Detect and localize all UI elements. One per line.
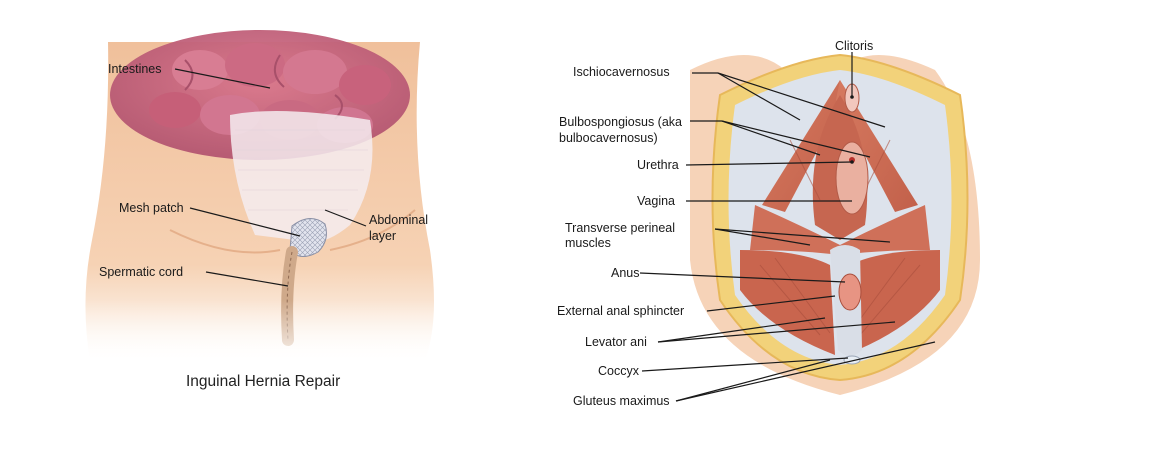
label-transverse-perineal-line2: muscles (565, 236, 611, 250)
label-vagina: Vagina (637, 194, 675, 208)
label-ischiocavernosus: Ischiocavernosus (573, 65, 670, 79)
label-clitoris: Clitoris (835, 39, 873, 53)
spermatic-cord-leader (205, 271, 289, 287)
figure-caption: Inguinal Hernia Repair (186, 373, 340, 390)
mesh-patch-leader (189, 207, 301, 237)
label-external-anal-sphincter: External anal sphincter (557, 304, 684, 318)
label-abdominal-layer-line2: layer (369, 229, 396, 243)
hernia-figure: Intestines Mesh patch Abdominal layer Sp… (80, 0, 500, 450)
label-coccyx: Coccyx (598, 364, 640, 378)
label-intestines: Intestines (108, 62, 162, 76)
perineum-leaders (639, 52, 936, 402)
perineum-illustration: Clitoris Ischiocavernosus Bulbospongiosu… (557, 39, 980, 408)
hernia-illustration: Intestines Mesh patch Abdominal layer Sp… (80, 30, 500, 390)
mesh-patch-drawing (289, 218, 327, 257)
label-transverse-perineal-line1: Transverse perineal (565, 221, 675, 235)
vagina-drawing (835, 141, 869, 215)
label-spermatic-cord: Spermatic cord (99, 265, 183, 279)
intestines-leader (174, 68, 271, 89)
abdominal-layer-leader (324, 209, 367, 227)
label-abdominal-layer-line1: Abdominal (369, 213, 428, 227)
label-anus: Anus (611, 266, 640, 280)
label-gluteus-maximus: Gluteus maximus (573, 394, 670, 408)
label-mesh-patch: Mesh patch (119, 201, 184, 215)
anus-drawing (838, 273, 862, 311)
label-bulbospongiosus-line1: Bulbospongiosus (aka (559, 115, 682, 129)
label-bulbospongiosus-line2: bulbocavernosus) (559, 131, 658, 145)
label-urethra: Urethra (637, 158, 679, 172)
label-levator-ani: Levator ani (585, 335, 647, 349)
perineum-figure: Clitoris Ischiocavernosus Bulbospongiosu… (540, 0, 1160, 450)
